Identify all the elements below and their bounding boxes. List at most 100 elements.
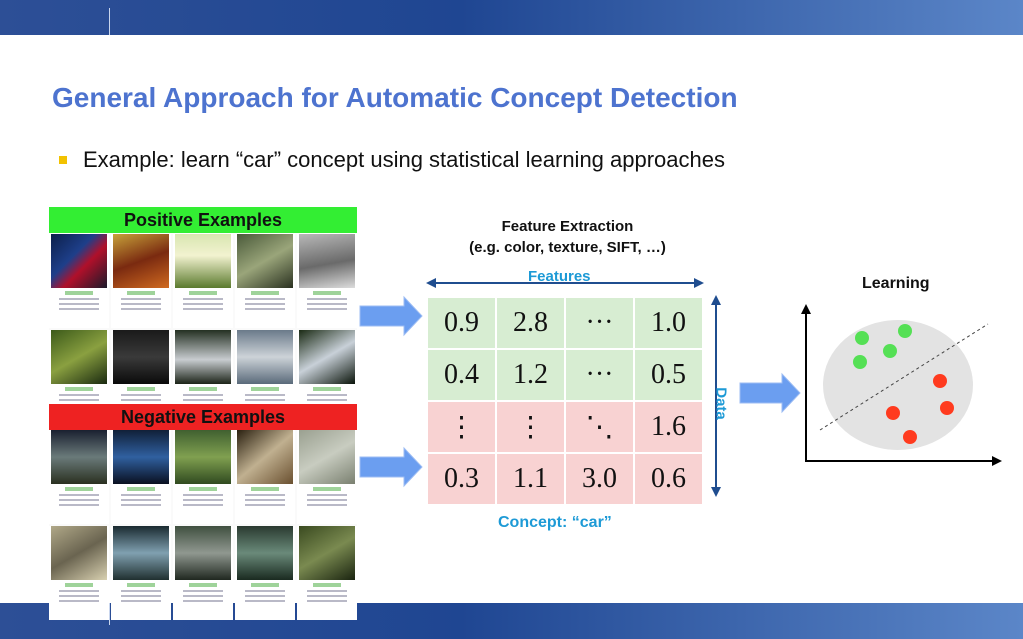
example-thumbnail [49,526,109,620]
thumbnail-caption-line [121,504,161,506]
negative-point [940,401,954,415]
thumbnail-tag [127,291,155,295]
keyframe-image [175,330,231,384]
positive-point [853,355,867,369]
example-thumbnail [111,526,171,620]
thumbnail-caption-line [245,494,285,496]
feature-extraction-line1: Feature Extraction [501,218,634,235]
thumbnail-caption-line [121,590,161,592]
thumbnail-tag [251,583,279,587]
thumbnail-tag [189,291,217,295]
thumbnail-caption-line [307,308,347,310]
thumbnail-caption-line [59,600,99,602]
example-thumbnail [49,330,109,424]
data-double-arrow-icon [711,295,721,497]
keyframe-image [51,330,107,384]
thumbnail-tag [127,487,155,491]
matrix-cell: 0.5 [633,348,704,402]
matrix-cell: 3.0 [564,452,635,506]
keyframe-image [113,234,169,288]
matrix-cell: 0.3 [426,452,497,506]
keyframe-image [175,430,231,484]
data-cloud [823,320,973,450]
thumbnail-caption-line [183,595,223,597]
thumbnail-caption-line [307,595,347,597]
thumbnail-caption-line [121,308,161,310]
positive-to-features-arrow-icon [359,295,423,337]
thumbnail-caption-line [59,494,99,496]
example-thumbnail [173,430,233,524]
matrix-cell: 0.4 [426,348,497,402]
thumbnail-tag [251,487,279,491]
thumbnail-caption-line [59,303,99,305]
thumbnail-caption-line [307,399,347,401]
thumbnail-caption-line [59,399,99,401]
thumbnail-tag [127,387,155,391]
thumbnail-tag [313,291,341,295]
matrix-cell: ⋮ [426,400,497,454]
features-label: Features [528,268,591,285]
matrix-cell: ⋱ [564,400,635,454]
thumbnail-caption-line [245,600,285,602]
thumbnail-caption-line [307,303,347,305]
thumbnail-caption-line [59,394,99,396]
thumbnail-caption-line [59,595,99,597]
thumbnail-tag [313,387,341,391]
thumbnail-caption-line [183,494,223,496]
bullet-square-icon [59,156,67,164]
example-thumbnail [297,526,357,620]
positive-point [855,331,869,345]
thumbnail-caption-line [307,499,347,501]
features-double-arrow-icon [426,278,704,288]
thumbnail-caption-line [121,394,161,396]
thumbnail-caption-line [307,600,347,602]
matrix-cell: 1.1 [495,452,566,506]
thumbnail-tag [313,583,341,587]
feature-matrix: 0.9 2.8 ··· 1.0 0.4 1.2 ··· 0.5 ⋮ ⋮ ⋱ 1.… [426,296,704,506]
matrix-row: 0.3 1.1 3.0 0.6 [426,452,704,506]
learning-plot [801,304,1002,466]
negative-point [903,430,917,444]
thumbnail-caption-line [121,494,161,496]
matrix-row: 0.9 2.8 ··· 1.0 [426,296,704,350]
thumbnail-tag [251,387,279,391]
learning-label: Learning [862,275,930,292]
matrix-cell: 0.6 [633,452,704,506]
keyframe-image [237,526,293,580]
thumbnail-tag [65,291,93,295]
thumbnail-caption-line [307,298,347,300]
thumbnail-caption-line [121,399,161,401]
matrix-cell: ··· [564,296,635,350]
example-thumbnail [235,526,295,620]
thumbnail-caption-line [183,303,223,305]
thumbnail-caption-line [183,394,223,396]
top-banner [0,0,1023,35]
thumbnail-caption-line [245,595,285,597]
keyframe-image [299,430,355,484]
thumbnail-caption-line [121,298,161,300]
thumbnail-caption-line [307,504,347,506]
keyframe-image [237,430,293,484]
example-thumbnail [297,430,357,524]
thumbnail-caption-line [245,504,285,506]
thumbnail-caption-line [307,590,347,592]
banner-divider [109,8,110,35]
negative-example-thumbnails [49,430,357,620]
concept-label: Concept: “car” [498,514,612,531]
thumbnail-caption-line [59,499,99,501]
matrix-row: ⋮ ⋮ ⋱ 1.6 [426,400,704,454]
thumbnail-caption-line [183,504,223,506]
keyframe-image [113,330,169,384]
matrix-cell: 1.2 [495,348,566,402]
thumbnail-caption-line [183,308,223,310]
thumbnail-caption-line [183,298,223,300]
example-thumbnail [297,234,357,328]
thumbnail-tag [251,291,279,295]
keyframe-image [113,430,169,484]
thumbnail-caption-line [121,303,161,305]
thumbnail-caption-line [307,494,347,496]
thumbnail-caption-line [183,399,223,401]
example-thumbnail [111,430,171,524]
matrix-cell: 1.6 [633,400,704,454]
thumbnail-caption-line [121,600,161,602]
